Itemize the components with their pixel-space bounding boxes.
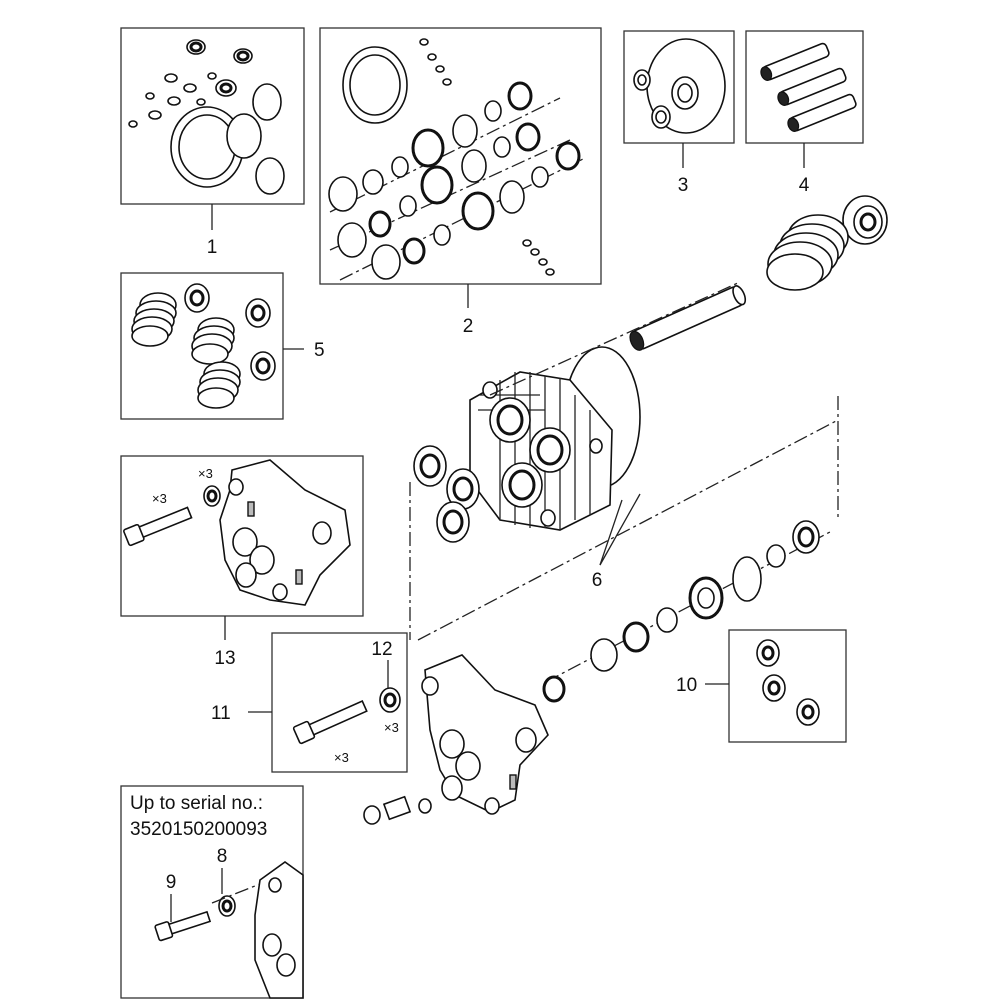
qty-note-11-washer: ×3 xyxy=(384,720,399,735)
kit-box-2: 2 xyxy=(319,27,602,337)
qty-note-11-screw: ×3 xyxy=(334,750,349,765)
main-piston-spring-assembly xyxy=(629,195,888,351)
serial-note-line2: 3520150200093 xyxy=(130,819,267,840)
kit-box-13: ×3 ×3 13 xyxy=(120,455,364,669)
cylinder-block xyxy=(413,346,641,543)
kit-box-11: ×3 ×3 12 11 xyxy=(211,632,408,773)
callout-5: 5 xyxy=(314,340,325,361)
callout-1: 1 xyxy=(207,237,218,258)
kit-box-1: 1 xyxy=(120,27,305,258)
kit-10-valves xyxy=(756,639,820,726)
callout-4: 4 xyxy=(799,175,810,196)
callout-8: 8 xyxy=(217,846,228,867)
qty-note-13-washer: ×3 xyxy=(198,466,213,481)
kit-box-5: 5 xyxy=(120,272,325,420)
kit-4-pistons xyxy=(760,42,857,132)
pump-head xyxy=(363,654,549,825)
seal-stack xyxy=(542,520,820,703)
kit-box-10: 10 xyxy=(676,629,847,743)
callout-6: 6 xyxy=(592,570,603,591)
serial-bolt xyxy=(154,910,212,942)
serial-note-box: Up to serial no.: 3520150200093 8 9 xyxy=(120,785,304,999)
callout-11: 11 xyxy=(211,703,231,724)
callout-12: 12 xyxy=(371,639,392,660)
callout-10: 10 xyxy=(676,675,697,696)
kit-13-head xyxy=(219,459,351,606)
qty-note-13-screw: ×3 xyxy=(152,491,167,506)
kit-2-parts xyxy=(328,38,586,281)
kit-13-bolt xyxy=(123,506,193,547)
callout-13: 13 xyxy=(214,648,235,669)
callout-3: 3 xyxy=(678,175,689,196)
callout-2: 2 xyxy=(463,316,474,337)
kit-11-bolt xyxy=(292,700,368,745)
kit-box-3: 3 xyxy=(623,30,735,196)
callout-9: 9 xyxy=(166,872,177,893)
kit-1-parts xyxy=(128,39,285,195)
kit-3-parts xyxy=(633,38,726,134)
kit-5-springs xyxy=(131,283,276,409)
serial-note-line1: Up to serial no.: xyxy=(130,793,263,814)
kit-box-4: 4 xyxy=(745,30,864,196)
